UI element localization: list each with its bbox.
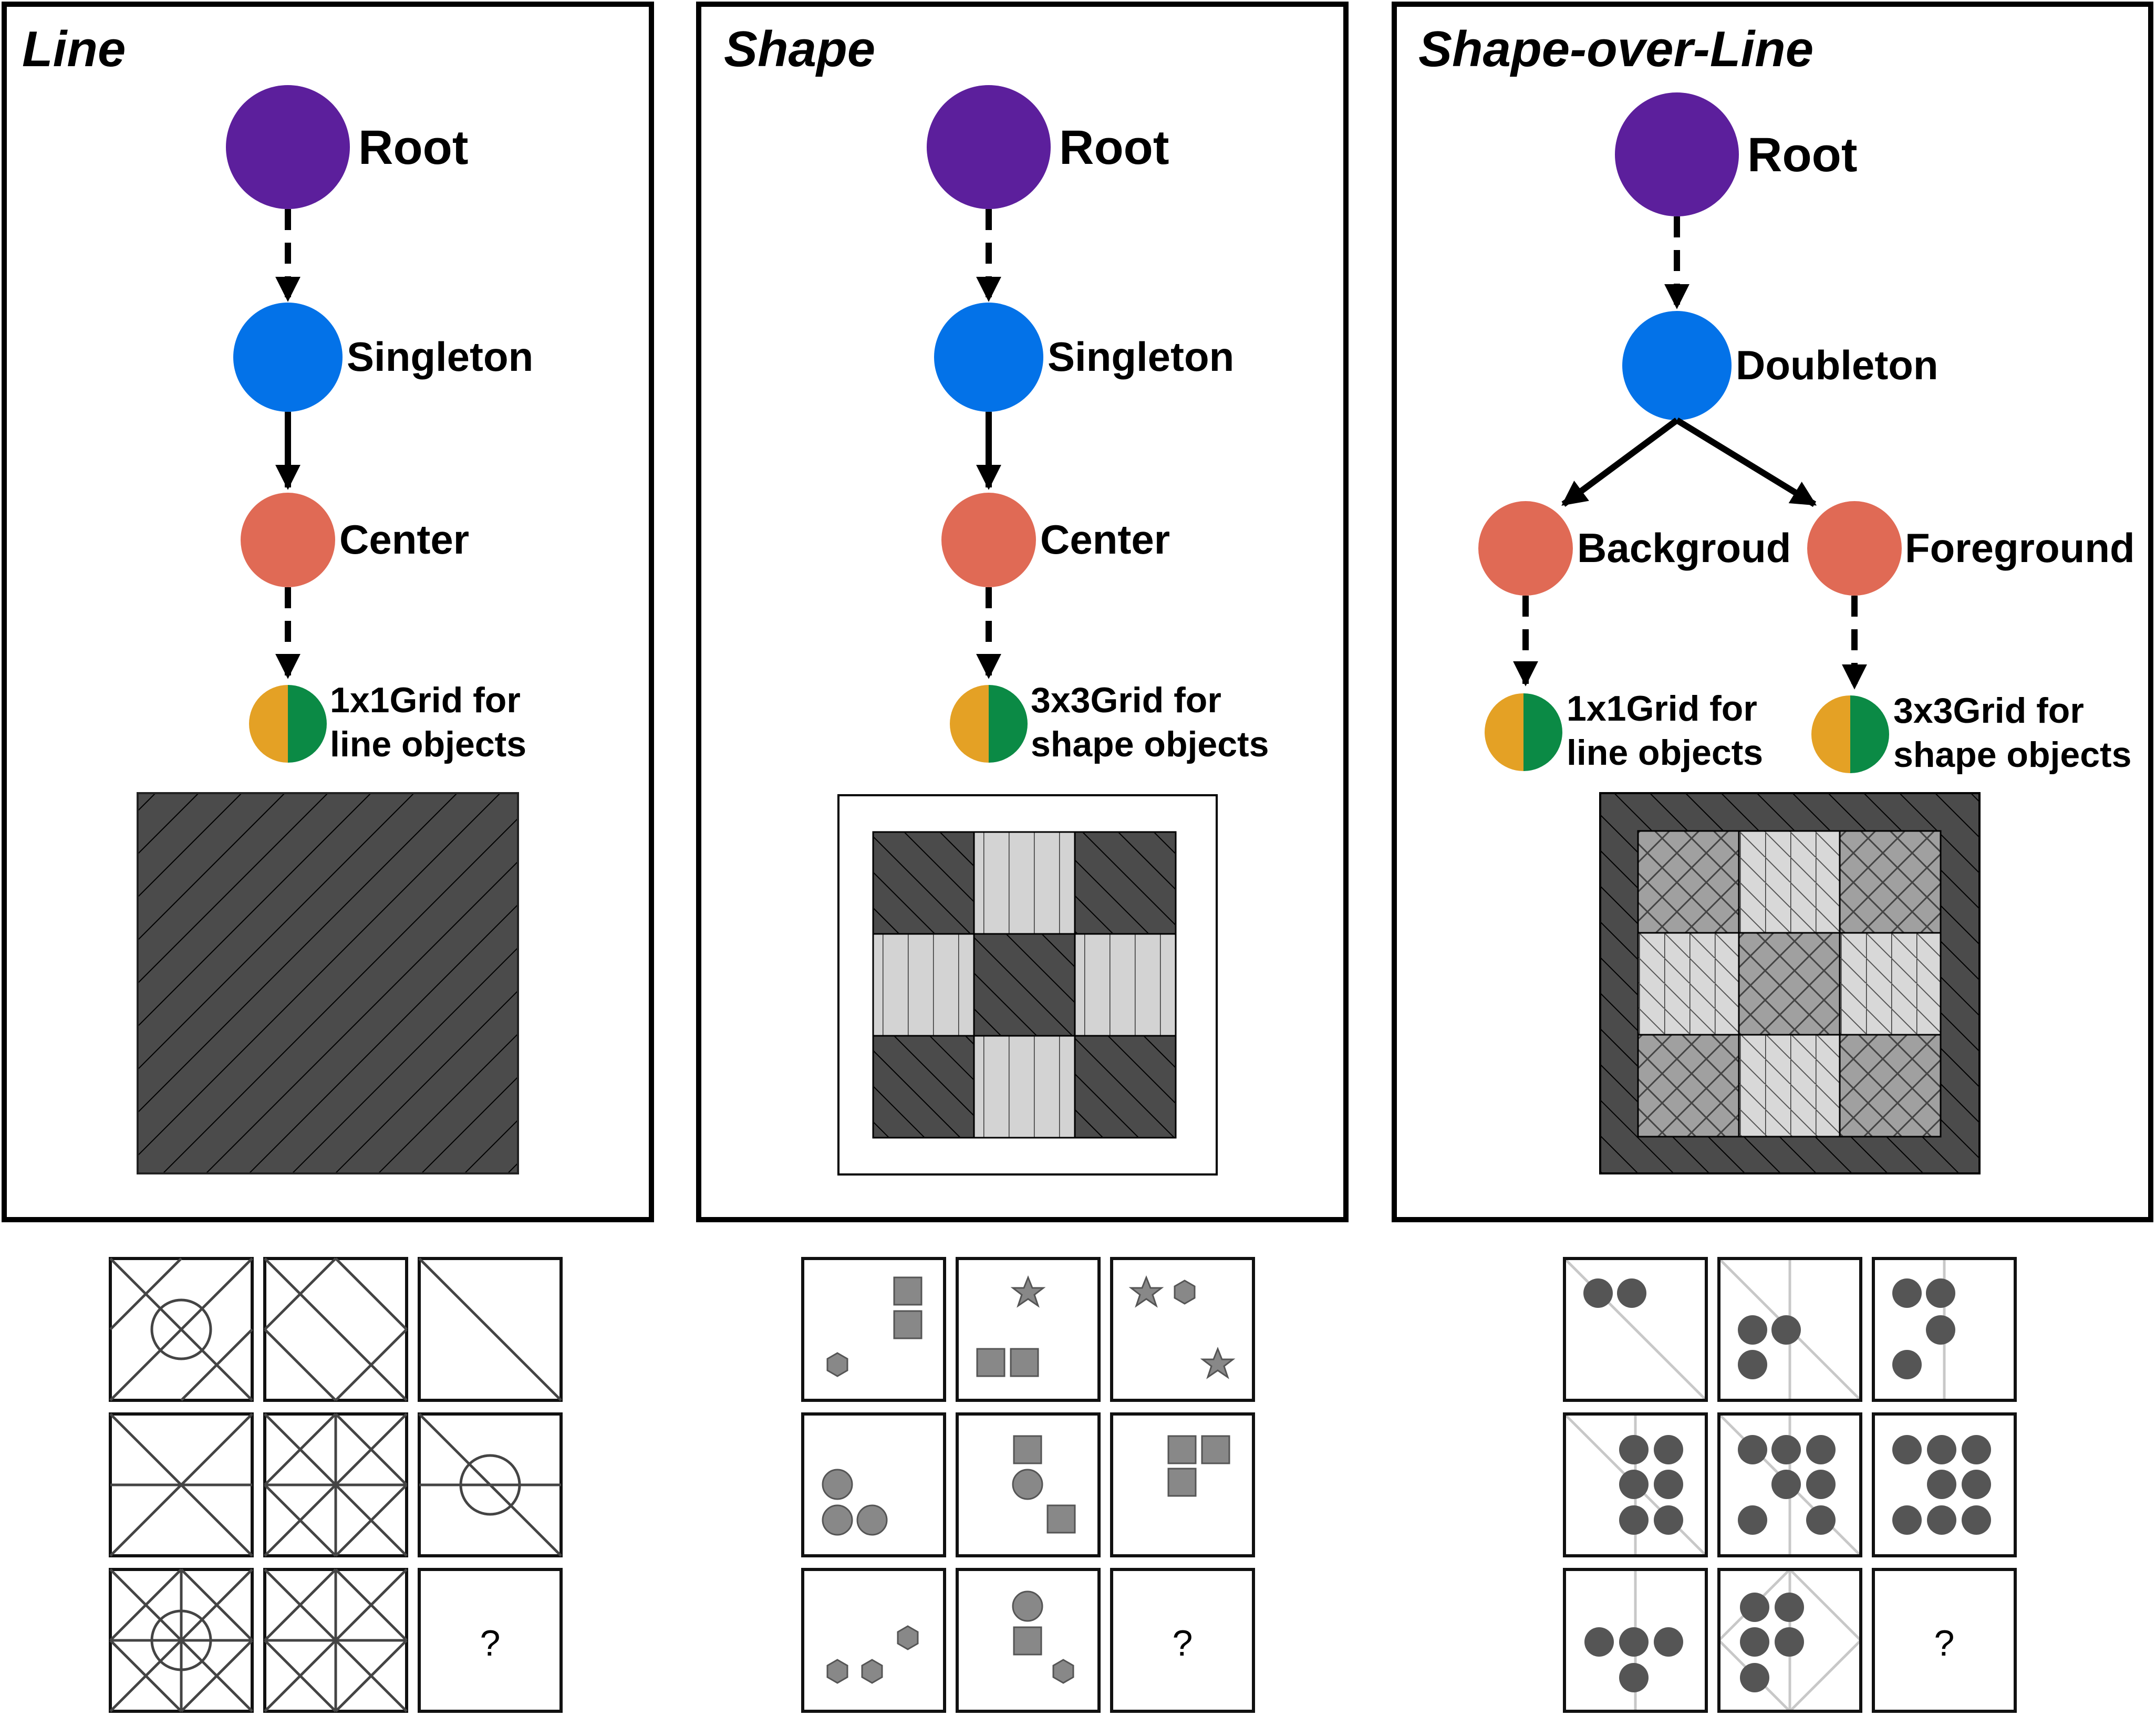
puzzle-cell xyxy=(109,1568,254,1713)
puzzle-cell xyxy=(418,1257,563,1402)
puzzle-line xyxy=(109,1257,563,1713)
singleton-node xyxy=(233,303,343,412)
panel-title: Shape-over-Line xyxy=(1418,21,1813,77)
line-texture-sample xyxy=(137,792,519,1174)
left-leaf-label-2: line objects xyxy=(1567,733,1763,773)
puzzle-cell xyxy=(1110,1257,1255,1402)
puzzle-cell xyxy=(801,1257,946,1402)
left-leaf-label-1: 1x1Grid for xyxy=(1567,689,1757,729)
center-label: Center xyxy=(1040,516,1170,563)
puzzle-answer-cell[interactable] xyxy=(1872,1568,2017,1713)
puzzle-cell xyxy=(956,1412,1101,1557)
puzzle-cell xyxy=(1563,1568,1708,1713)
shape-over-line-texture-sample xyxy=(1599,792,1981,1174)
puzzle-cell xyxy=(1717,1568,1862,1713)
puzzle-cell xyxy=(1563,1257,1708,1402)
root-label: Root xyxy=(1059,121,1169,174)
root-label: Root xyxy=(358,121,468,174)
center-label: Center xyxy=(339,516,469,563)
puzzle-cell xyxy=(1717,1412,1862,1557)
puzzle-cell xyxy=(801,1568,946,1713)
edge-mid-right xyxy=(1675,417,1817,507)
puzzle-cell xyxy=(109,1257,254,1402)
center-node xyxy=(941,493,1036,587)
puzzle-cell xyxy=(1717,1257,1862,1402)
root-node xyxy=(226,85,350,209)
singleton-label: Singleton xyxy=(347,334,533,380)
singleton-node xyxy=(934,303,1043,412)
root-node xyxy=(1615,92,1739,216)
shape-texture-sample xyxy=(837,794,1218,1176)
puzzle-answer-cell[interactable] xyxy=(418,1568,563,1713)
puzzle-cell xyxy=(956,1257,1101,1402)
missing-answer-mark: ? xyxy=(480,1623,501,1663)
background-label: Backgroud xyxy=(1577,525,1791,571)
leaf-label-1: 3x3Grid for xyxy=(1031,680,1221,720)
puzzle-cell xyxy=(263,1412,408,1557)
root-node xyxy=(927,85,1051,209)
puzzle-cell xyxy=(1110,1412,1255,1557)
puzzle-cell xyxy=(263,1257,408,1402)
center-node xyxy=(241,493,335,587)
puzzle-shape xyxy=(801,1257,1255,1713)
puzzle-cell xyxy=(418,1412,563,1557)
panel-title: Shape xyxy=(724,21,875,77)
puzzle-cell xyxy=(1872,1412,2017,1557)
edge-mid-left xyxy=(1561,418,1679,507)
puzzle-answer-cell[interactable] xyxy=(1110,1568,1255,1713)
puzzle-cell xyxy=(263,1568,408,1713)
doubleton-label: Doubleton xyxy=(1736,342,1939,388)
missing-answer-mark: ? xyxy=(1934,1623,1955,1663)
right-leaf-node xyxy=(1811,695,1889,773)
puzzle-cell xyxy=(801,1412,946,1557)
panel-shape: Shape Root Singleton Center 3x3Grid for … xyxy=(696,2,1349,1222)
right-leaf-label-1: 3x3Grid for xyxy=(1893,691,2084,731)
leaf-label-2: shape objects xyxy=(1031,724,1269,764)
left-leaf-node xyxy=(1485,693,1562,771)
puzzle-cell xyxy=(956,1568,1101,1713)
background-node xyxy=(1478,501,1573,596)
panel-title: Line xyxy=(22,21,126,77)
missing-answer-mark: ? xyxy=(1173,1623,1193,1663)
singleton-label: Singleton xyxy=(1048,334,1234,380)
puzzle-cell xyxy=(109,1412,254,1557)
puzzle-cell xyxy=(1872,1257,2017,1402)
leaf-label-1: 1x1Grid for xyxy=(330,680,521,720)
puzzle-shape-over-line xyxy=(1563,1257,2017,1713)
panel-shape-over-line: Shape-over-Line Root Doubleton Backgroud… xyxy=(1392,2,2153,1222)
doubleton-node xyxy=(1622,311,1732,420)
leaf-node xyxy=(249,685,327,763)
foreground-node xyxy=(1807,501,1902,596)
leaf-label-2: line objects xyxy=(330,724,526,764)
root-label: Root xyxy=(1747,128,1857,182)
foreground-label: Foreground xyxy=(1905,525,2135,571)
puzzle-cell xyxy=(1563,1412,1708,1557)
panel-line: Line Root Singleton Center 1x1Grid for l… xyxy=(2,2,654,1222)
right-leaf-label-2: shape objects xyxy=(1893,735,2132,775)
leaf-node xyxy=(950,685,1028,763)
